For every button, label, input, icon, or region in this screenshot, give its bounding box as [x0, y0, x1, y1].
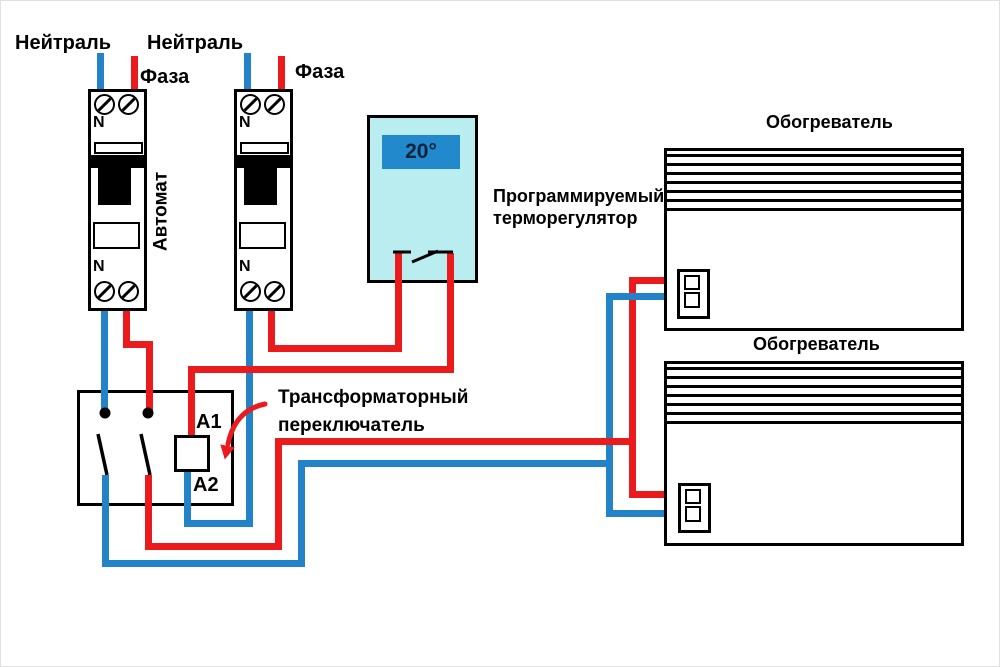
breaker1-toggle-handle [98, 168, 131, 205]
breaker2-terminal-screw-top-left [239, 93, 261, 115]
wire-neutral-to-heaters-horizontal [297, 459, 613, 467]
wire-neutral-breaker1-to-contact1 [100, 311, 108, 413]
screw-slash-icon [119, 95, 137, 113]
breaker1-terminal-screw-bottom-right [117, 280, 139, 302]
heater1-terminal-slot-top [684, 275, 700, 290]
breaker1-phase-label: Фаза [140, 66, 190, 88]
breaker1-n-top-label: N [93, 114, 105, 131]
breaker2-phase-label: Фаза [295, 61, 345, 83]
heater1-terminal-box [677, 269, 710, 319]
wire-neutral-riser [297, 459, 305, 567]
contactor-label-line1: Трансформаторный [278, 387, 469, 408]
heater2-terminal-box [678, 483, 711, 533]
wire-phase-breaker1-jog [122, 340, 153, 348]
wire-phase-breaker1-to-contact2 [145, 340, 153, 413]
breaker1-n-bottom-label: N [93, 258, 105, 275]
wire-phase-thermostat-input [394, 253, 402, 352]
breaker1-toggle-bar [90, 155, 145, 168]
wire-phase-breaker2-down [267, 311, 275, 352]
wire-neutral-bottom-horizontal [101, 559, 305, 567]
screw-slash-icon [95, 95, 113, 113]
breaker1-terminal-screw-top-right [117, 93, 139, 115]
breaker1-terminal-screw-bottom-left [93, 280, 115, 302]
coil-terminal-a1-label: A1 [196, 411, 222, 433]
wire-phase-contact2-lead [144, 475, 152, 550]
wire-neutral-heater-bus [605, 292, 613, 517]
breaker2-window-top [240, 142, 289, 154]
heater1-label: Обогреватель [766, 112, 893, 132]
screw-slash-icon [241, 95, 259, 113]
heater-2 [664, 361, 964, 546]
wire-phase-breaker1-down [122, 311, 130, 348]
breaker1-terminal-screw-top-left [93, 93, 115, 115]
breaker2-n-top-label: N [239, 114, 251, 131]
wire-phase-heater1-stub [628, 276, 664, 284]
breaker1-window-bottom [93, 222, 140, 249]
wire-neutral-coil-a2-down [183, 472, 191, 527]
breaker2-toggle-handle [244, 168, 277, 205]
breaker2-terminal-screw-bottom-right [263, 280, 285, 302]
screw-slash-icon [95, 282, 113, 300]
breaker2-neutral-label: Нейтраль [147, 32, 243, 54]
heater2-terminal-slot-bottom [685, 506, 701, 522]
wire-neutral-breaker2-down [245, 311, 253, 527]
breaker2-toggle-bar [236, 155, 291, 168]
wire-neutral-contact1-lead [101, 475, 109, 567]
coil-terminal-a2-label: A2 [193, 474, 219, 496]
breaker2-window-bottom [239, 222, 286, 249]
screw-slash-icon [119, 282, 137, 300]
thermostat-display: 20° [382, 135, 460, 169]
heater1-grille [667, 154, 961, 217]
wire-phase-thermostat-output-down [446, 253, 454, 373]
wire-phase-breaker2-to-thermostat [267, 344, 402, 352]
thermostat-label-line1: Программируемый [493, 186, 665, 206]
breaker1-window-top [94, 142, 143, 154]
wire-phase-heater2-stub [628, 490, 664, 498]
wire-neutral-heater2-stub [605, 509, 664, 517]
wire-neutral-supply-breaker1 [96, 53, 104, 89]
screw-slash-icon [265, 95, 283, 113]
circuit-breaker-1: N N [88, 89, 147, 311]
breaker2-terminal-screw-top-right [263, 93, 285, 115]
wire-phase-thermostat-to-coil-horizontal [187, 365, 454, 373]
contactor-coil [174, 435, 210, 472]
contactor-label-line2: переключатель [278, 415, 425, 436]
breaker1-neutral-label: Нейтраль [15, 32, 111, 54]
thermostat: 20° [367, 115, 478, 283]
heater-1 [664, 148, 964, 331]
wire-phase-to-heaters-horizontal [274, 437, 636, 445]
wire-phase-riser [274, 437, 282, 550]
heater1-terminal-slot-bottom [684, 292, 700, 308]
breaker2-terminal-screw-bottom-left [239, 280, 261, 302]
wire-neutral-coil-a2-to-breaker2 [183, 519, 253, 527]
breaker-name-label: Автомат [150, 171, 172, 252]
heater2-grille [667, 367, 961, 430]
circuit-breaker-2: N N [234, 89, 293, 311]
screw-slash-icon [265, 282, 283, 300]
screw-slash-icon [241, 282, 259, 300]
wire-phase-bottom-horizontal [144, 542, 282, 550]
wire-phase-heater-bus [628, 276, 636, 498]
thermostat-label-line2: терморегулятор [493, 208, 638, 228]
wire-neutral-supply-breaker2 [243, 53, 251, 89]
wire-phase-supply-breaker1 [130, 56, 138, 89]
heater2-terminal-slot-top [685, 489, 701, 504]
wire-phase-coil-a1-input [187, 365, 195, 438]
breaker2-n-bottom-label: N [239, 258, 251, 275]
wire-neutral-heater1-stub [605, 292, 664, 300]
heater2-label: Обогреватель [753, 334, 880, 354]
wire-phase-supply-breaker2 [277, 56, 285, 89]
